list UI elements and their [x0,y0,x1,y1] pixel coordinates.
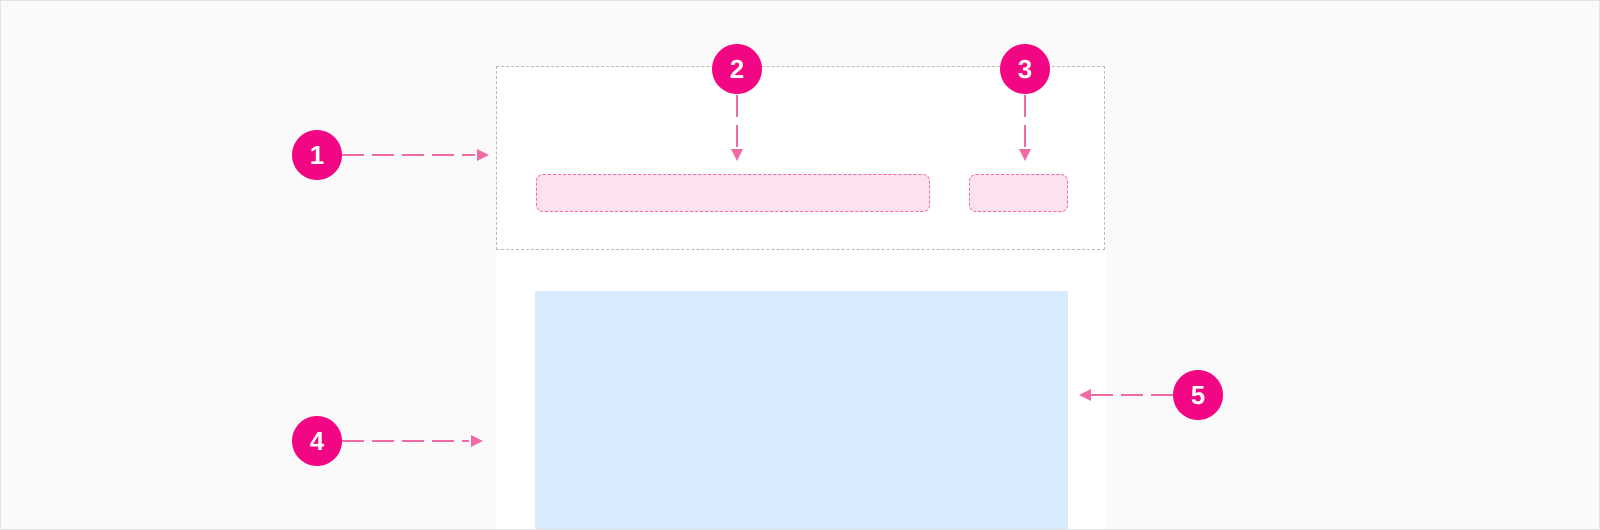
content-area [535,291,1068,529]
marker-2: 2 [712,44,762,94]
marker-1: 1 [292,130,342,180]
header-zone [496,66,1105,250]
marker-3: 3 [1000,44,1050,94]
arrow-4-head [471,435,483,447]
arrow-1-head [477,149,489,161]
arrow-3-head [1019,149,1031,161]
arrow-5-head [1079,389,1091,401]
title-slot [536,174,930,212]
marker-5: 5 [1173,370,1223,420]
arrow-2-head [731,149,743,161]
marker-4: 4 [292,416,342,466]
action-slot [969,174,1068,212]
